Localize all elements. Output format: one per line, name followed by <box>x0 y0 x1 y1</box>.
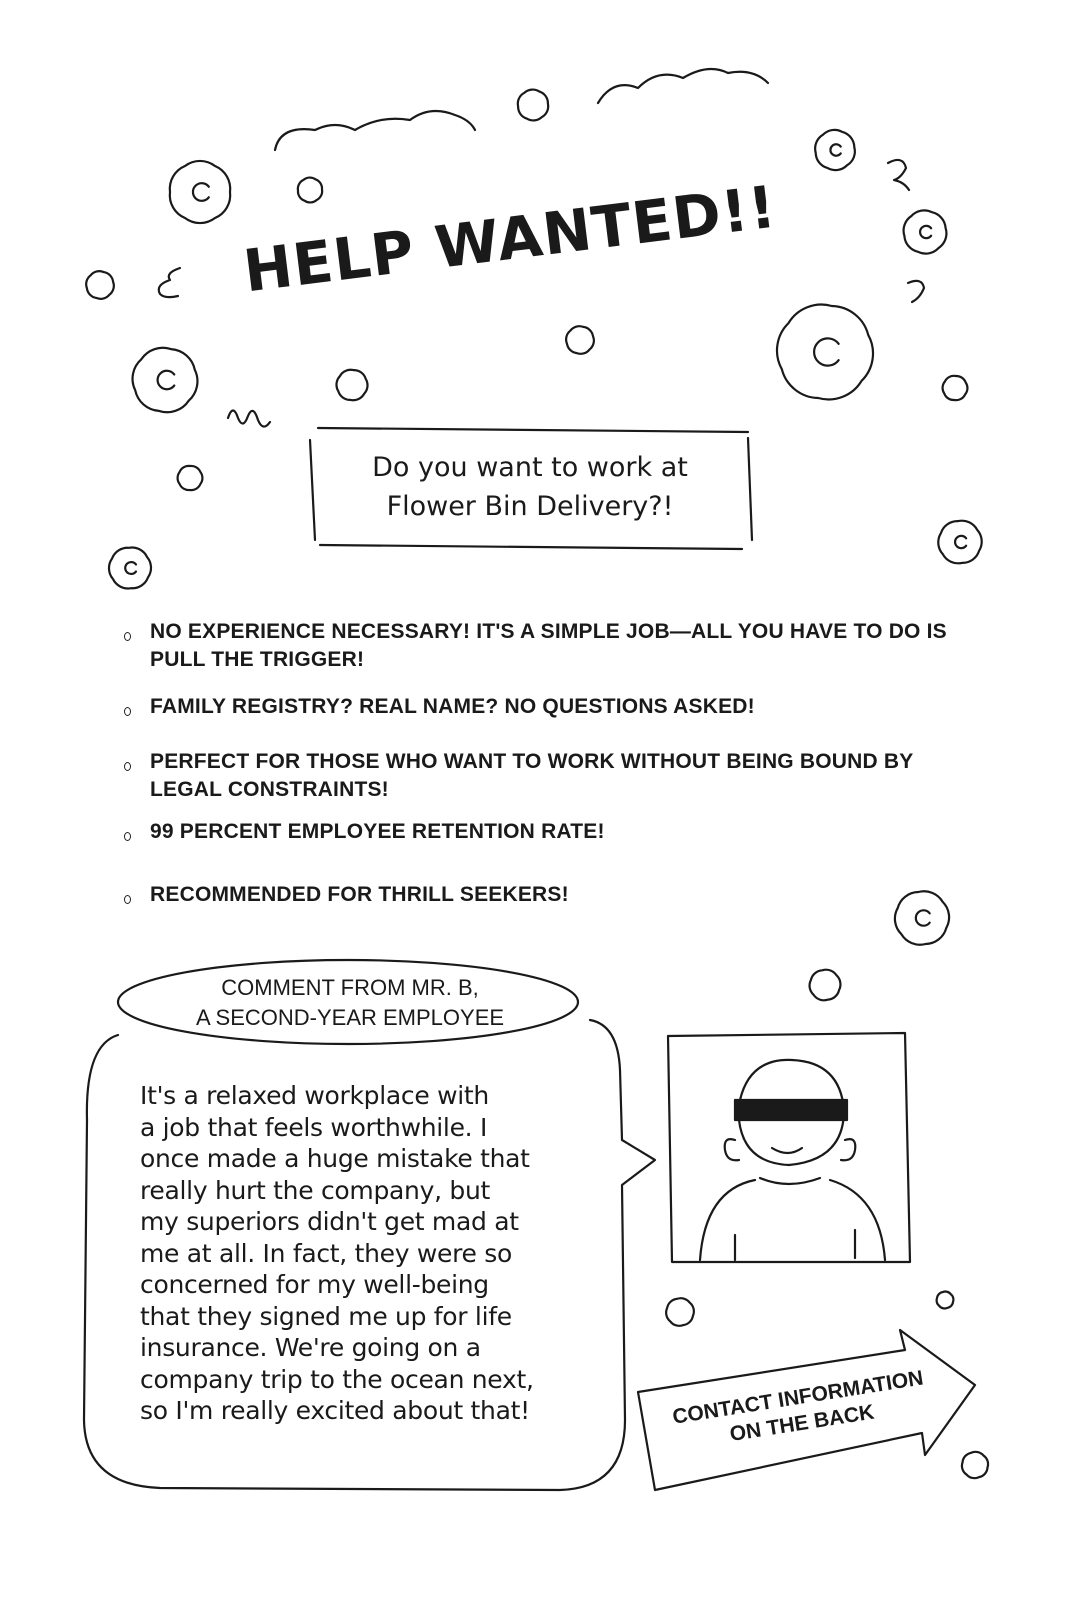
flower-doodle-icon <box>893 890 951 946</box>
flower-doodle-icon <box>335 368 369 402</box>
bullet-icon <box>124 895 131 904</box>
censored-employee-portrait <box>666 1031 912 1264</box>
bullet-icon <box>124 762 131 771</box>
bullet-icon <box>124 632 131 641</box>
flower-doodle-icon <box>814 128 856 172</box>
flower-doodle-icon <box>775 303 875 401</box>
intro-line: Do you want to work at <box>372 452 688 483</box>
speech-balloon <box>82 1018 657 1492</box>
bullet-icon <box>124 832 131 841</box>
list-item: RECOMMENDED FOR THRILL SEEKERS! <box>122 881 1022 909</box>
quote-line: once made a huge mistake that <box>140 1144 530 1173</box>
list-item-text: PERFECT FOR THOSE WHO WANT TO WORK WITHO… <box>150 750 914 773</box>
comment-heading-line: COMMENT FROM MR. B, <box>221 975 479 1000</box>
comment-heading-line: A SECOND-YEAR EMPLOYEE <box>195 1005 505 1030</box>
cloud-squiggle-icon <box>596 67 770 105</box>
flower-doodle-icon <box>516 88 550 122</box>
list-item-text: RECOMMENDED FOR THRILL SEEKERS! <box>150 883 569 906</box>
list-item-text: 99 PERCENT EMPLOYEE RETENTION RATE! <box>150 820 605 843</box>
quote-line: It's a relaxed workplace with <box>140 1081 489 1110</box>
list-item: PERFECT FOR THOSE WHO WANT TO WORK WITHO… <box>122 748 1022 804</box>
flower-doodle-icon <box>85 270 115 300</box>
flower-doodle-icon <box>176 464 204 492</box>
flower-center-icon <box>919 224 933 240</box>
flower-doodle-icon <box>937 519 983 565</box>
intro-line: Flower Bin Delivery?! <box>386 491 674 522</box>
flower-doodle-icon <box>296 176 324 204</box>
flower-doodle-icon <box>902 209 948 255</box>
list-item-text: LEGAL CONSTRAINTS! <box>150 778 389 801</box>
quote-line: insurance. We're going on a <box>140 1333 481 1362</box>
flower-doodle-icon <box>665 1297 695 1327</box>
bullet-icon <box>124 707 131 716</box>
quote-line: so I'm really excited about that! <box>140 1396 530 1425</box>
flower-doodle-icon <box>565 325 595 355</box>
flower-center-icon <box>124 560 138 576</box>
comment-heading: COMMENT FROM MR. B, A SECOND-YEAR EMPLOY… <box>140 973 560 1033</box>
flower-doodle-icon <box>168 159 232 225</box>
flower-doodle-icon <box>107 546 153 590</box>
quote-line: a job that feels worthwhile. I <box>140 1112 488 1142</box>
flower-doodle-icon <box>960 1450 990 1480</box>
flower-center-icon <box>954 534 968 550</box>
flower-doodle-icon <box>941 374 969 402</box>
list-item: 99 PERCENT EMPLOYEE RETENTION RATE! <box>122 818 1022 846</box>
squiggle-icon <box>157 266 182 299</box>
flower-doodles <box>85 88 990 1480</box>
flower-doodle-icon <box>808 968 842 1002</box>
intro-text: Do you want to work at Flower Bin Delive… <box>310 448 750 526</box>
list-item: NO EXPERIENCE NECESSARY! IT'S A SIMPLE J… <box>122 618 1022 674</box>
quote-line: concerned for my well-being <box>140 1270 489 1299</box>
flower-doodle-icon <box>131 346 199 414</box>
quote-line: company trip to the ocean next, <box>140 1364 534 1394</box>
cloud-squiggle-icon <box>273 109 477 152</box>
quote-line: me at all. In fact, they were so <box>140 1238 512 1268</box>
quote-line: my superiors didn't get mad at <box>140 1207 519 1236</box>
squiggle-icon <box>906 279 926 304</box>
arrow-right-icon <box>636 1328 977 1492</box>
list-item-text: PULL THE TRIGGER! <box>150 648 365 671</box>
comment-heading-oval <box>116 958 580 1046</box>
squiggle-icon <box>886 158 911 192</box>
flower-center-icon <box>191 182 210 202</box>
flower-center-icon <box>914 909 931 927</box>
flower-doodle-icon <box>935 1290 955 1310</box>
intro-box <box>308 426 754 551</box>
flower-center-icon <box>813 337 840 367</box>
perks-list: NO EXPERIENCE NECESSARY! IT'S A SIMPLE J… <box>122 618 1022 909</box>
list-item: FAMILY REGISTRY? REAL NAME? NO QUESTIONS… <box>122 693 1022 721</box>
list-item-text: FAMILY REGISTRY? REAL NAME? NO QUESTIONS… <box>150 695 755 718</box>
quote-line: really hurt the company, but <box>140 1175 490 1205</box>
flower-center-icon <box>829 143 842 157</box>
squiggle-icon <box>226 409 272 428</box>
quote-line: that they signed me up for life <box>140 1301 512 1331</box>
flower-center-icon <box>156 369 176 391</box>
list-item-text: NO EXPERIENCE NECESSARY! IT'S A SIMPLE J… <box>150 620 947 643</box>
